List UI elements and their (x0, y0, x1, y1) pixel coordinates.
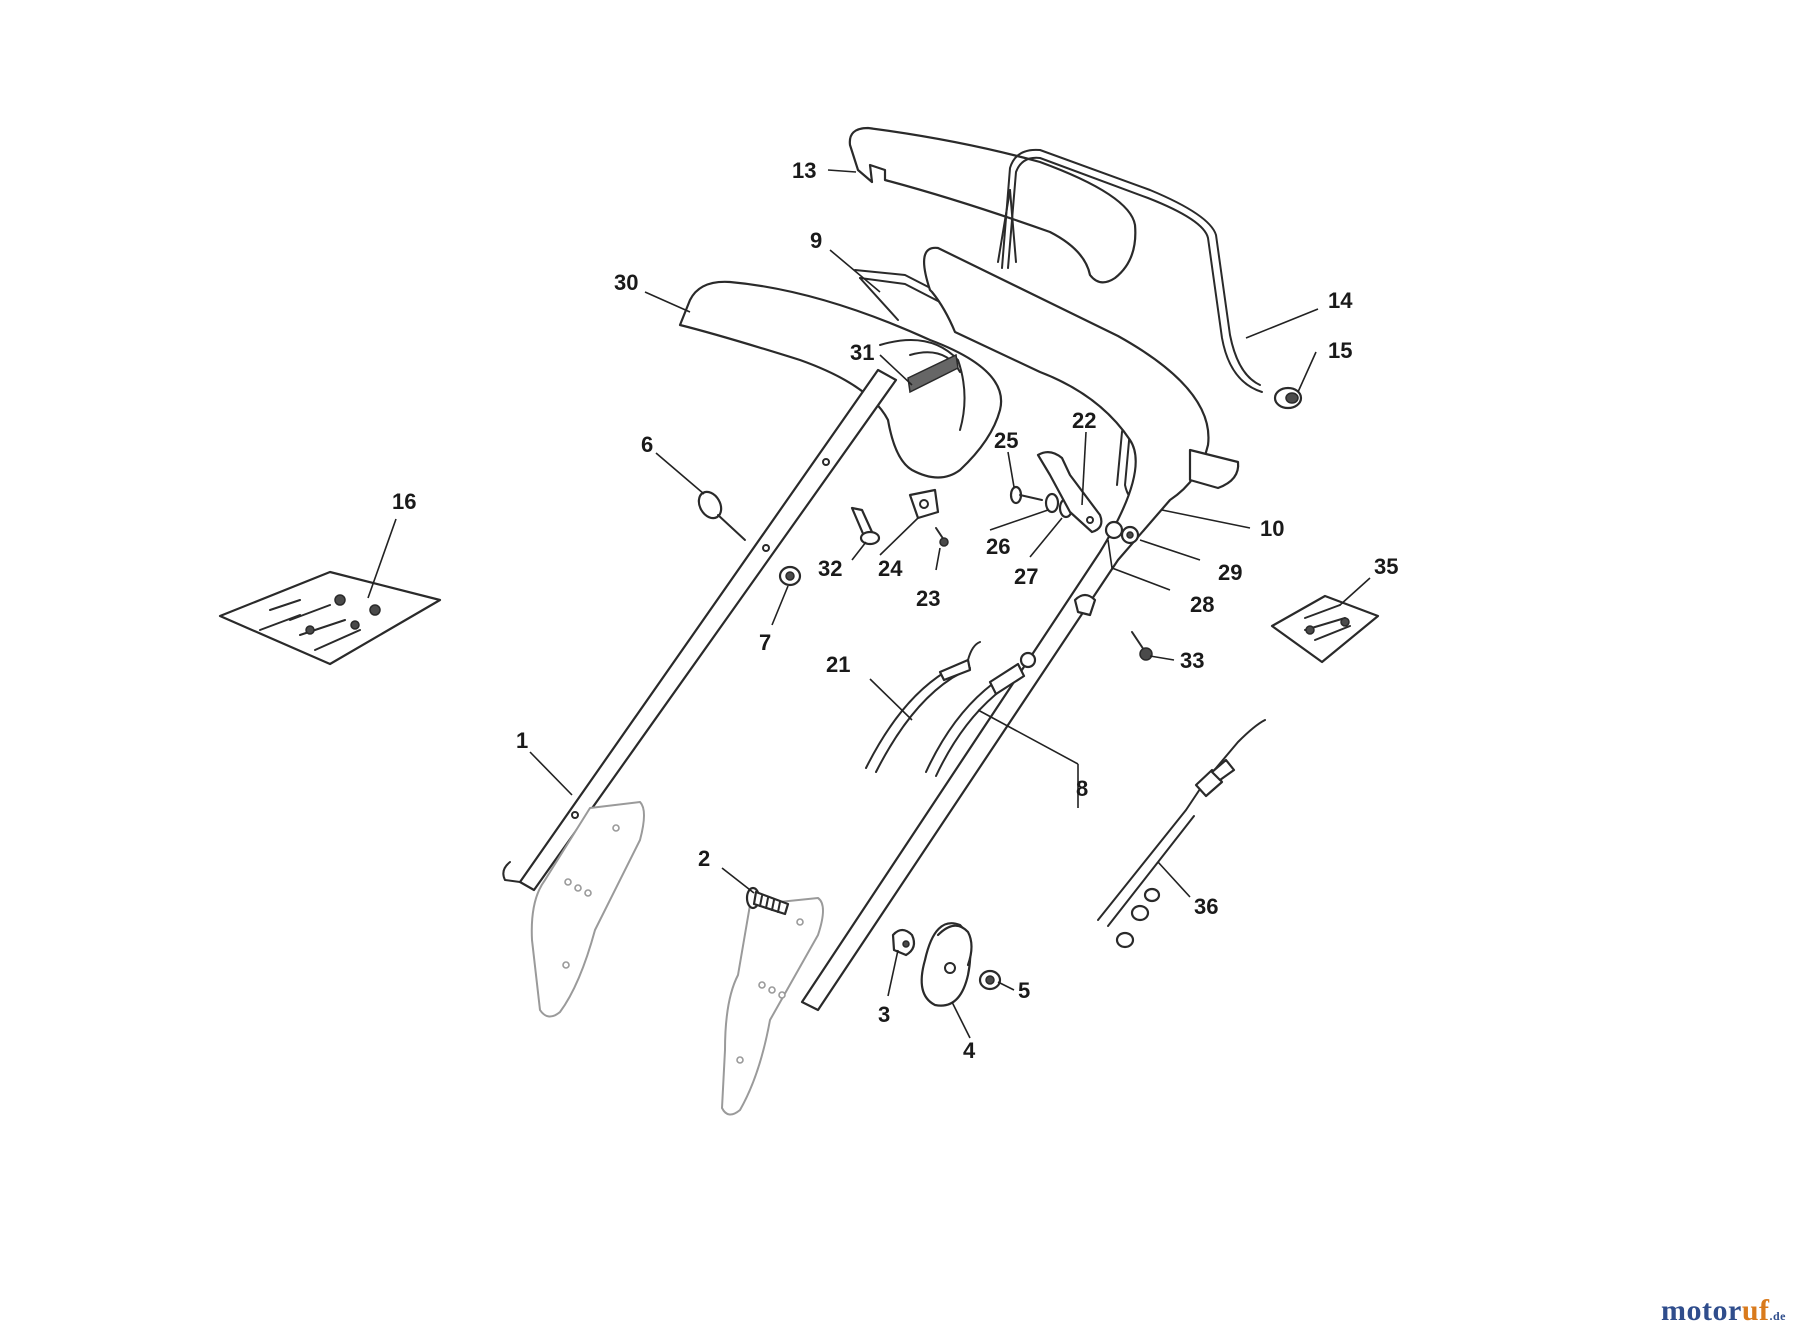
callout-35: 35 (1374, 554, 1398, 579)
callout-16: 16 (392, 489, 416, 514)
part-32-screw (850, 506, 881, 546)
part-13-upper-handle (848, 126, 1137, 284)
cable-bracket (1073, 593, 1097, 617)
callout-14: 14 (1328, 288, 1353, 313)
leader-lines (367, 169, 1371, 1039)
part-14-bail-wire (1001, 148, 1263, 393)
callout-23: 23 (916, 586, 940, 611)
callout-28: 28 (1190, 592, 1214, 617)
callout-31: 31 (850, 340, 874, 365)
part-1-left-handle-tube (502, 368, 898, 892)
part-31-label (907, 353, 959, 394)
part-23-screw (935, 527, 949, 547)
part-26-washer (1044, 492, 1060, 514)
watermark-brand-tld: .de (1769, 1309, 1786, 1323)
watermark-brand-accent: uf (1741, 1294, 1770, 1327)
part-35-hardware-bag (1270, 594, 1380, 664)
part-24-clip (908, 488, 940, 520)
callout-13: 13 (792, 158, 816, 183)
right-lower-bracket (721, 897, 824, 1116)
callout-33: 33 (1180, 648, 1204, 673)
callout-6: 6 (641, 432, 653, 457)
callout-30: 30 (614, 270, 638, 295)
part-25-screw (1009, 485, 1043, 505)
part-4-knob (920, 922, 973, 1007)
part-15-cap (1273, 386, 1303, 410)
left-lower-bracket (530, 801, 645, 1018)
callout-25: 25 (994, 428, 1018, 453)
part-5-nut (978, 969, 1002, 991)
callout-8: 8 (1076, 776, 1088, 801)
callout-2: 2 (698, 846, 710, 871)
callout-5: 5 (1018, 978, 1030, 1003)
callout-1: 1 (516, 728, 528, 753)
callout-10: 10 (1260, 516, 1284, 541)
callout-4: 4 (963, 1038, 976, 1063)
callout-29: 29 (1218, 560, 1242, 585)
callout-27: 27 (1014, 564, 1038, 589)
callout-36: 36 (1194, 894, 1218, 919)
part-28-washer (1104, 520, 1124, 540)
part-33-screw (1131, 631, 1153, 661)
part-8-cable (925, 651, 1037, 777)
callout-7: 7 (759, 630, 771, 655)
callout-labels: 1 2 3 4 5 6 7 8 9 10 13 14 15 16 21 22 2… (392, 158, 1398, 1063)
part-36-cable (1097, 719, 1266, 949)
site-watermark: motoruf.de (1661, 1294, 1786, 1328)
part-2-bolt (745, 886, 790, 916)
part-22-lever (1036, 451, 1103, 534)
part-7-nut (778, 565, 802, 587)
callout-3: 3 (878, 1002, 890, 1027)
callout-9: 9 (810, 228, 822, 253)
part-6-eye-bolt (697, 490, 746, 541)
part-29-nut (1120, 525, 1140, 545)
callout-21: 21 (826, 652, 850, 677)
callout-22: 22 (1072, 408, 1096, 433)
part-21-cable (865, 641, 981, 773)
watermark-brand-main: motor (1661, 1294, 1742, 1327)
callout-24: 24 (878, 556, 903, 581)
part-16-hardware-bag (218, 570, 442, 666)
callout-26: 26 (986, 534, 1010, 559)
right-handle-tube (800, 246, 1240, 1012)
part-3-clip (891, 928, 916, 957)
callout-32: 32 (818, 556, 842, 581)
callout-15: 15 (1328, 338, 1352, 363)
